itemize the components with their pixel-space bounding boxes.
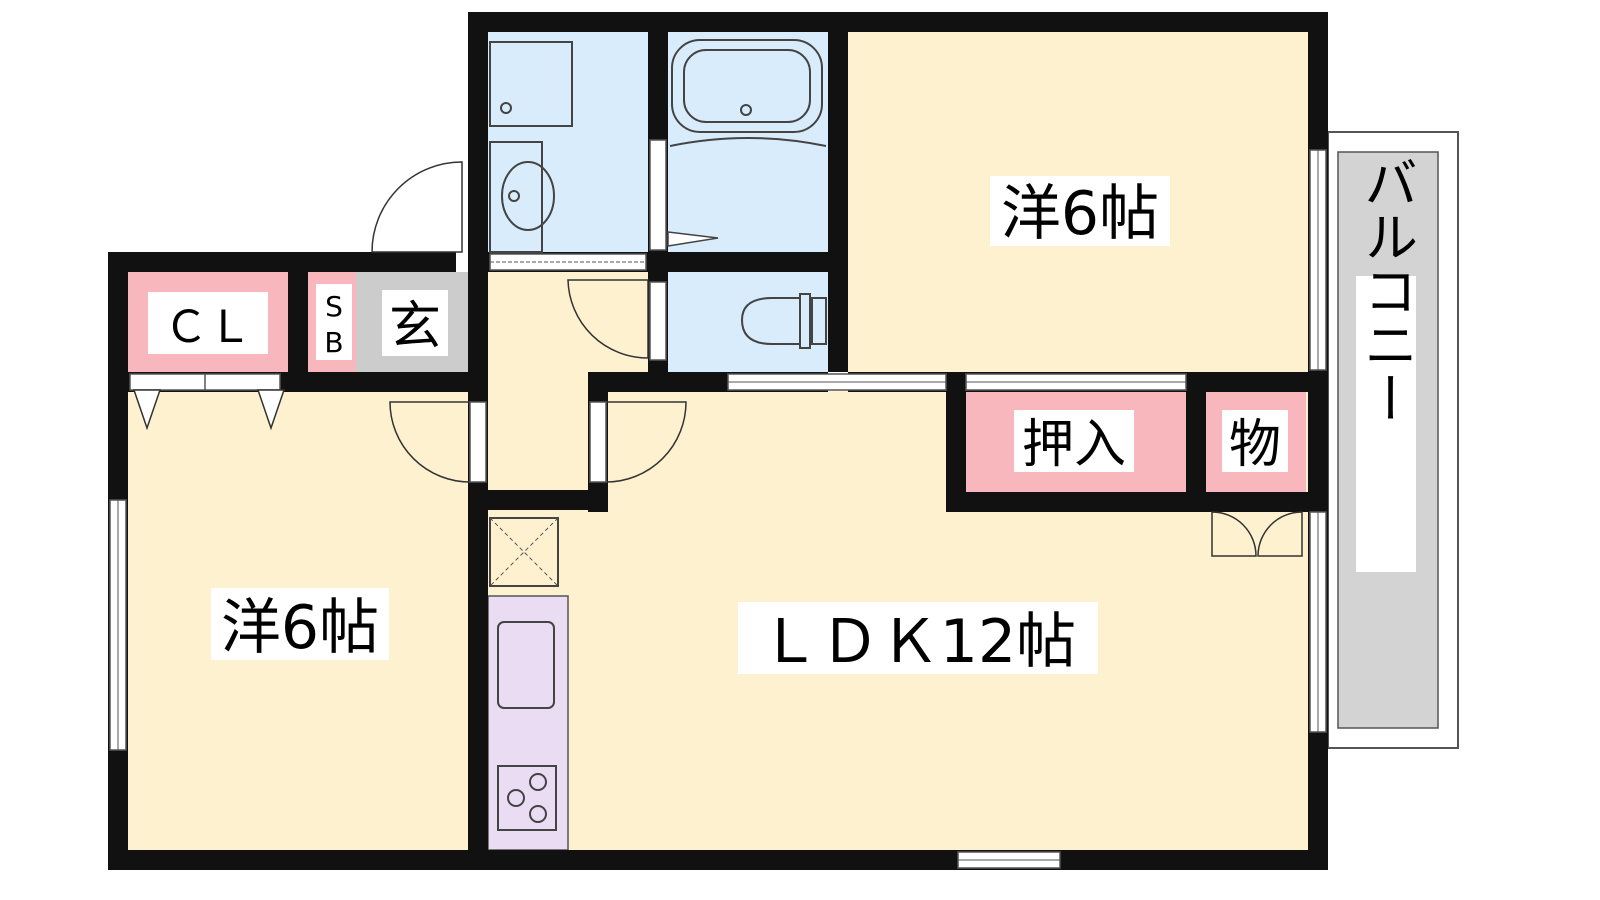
drain-marker: [667, 231, 719, 247]
bedroom-door-swing: [389, 401, 471, 483]
wall: [828, 32, 848, 372]
sliding-door: [649, 139, 667, 251]
shoe-box-label-top: S: [325, 290, 343, 323]
entrance-label: 玄: [389, 297, 441, 357]
wall: [288, 272, 308, 372]
wall: [1308, 12, 1328, 870]
entrance-door-swing: [371, 161, 463, 253]
wall: [468, 12, 488, 272]
wall: [488, 490, 608, 510]
sink-icon: [501, 161, 555, 231]
storage-door-swing: [1257, 511, 1303, 557]
wall: [946, 372, 966, 512]
wall: [108, 252, 488, 272]
balcony-label: バルコニー: [1355, 155, 1418, 425]
toilet-floor: [668, 272, 828, 372]
ldk-door-swing: [605, 401, 687, 483]
closet-door-marker: [256, 389, 286, 431]
closet-door-marker: [132, 389, 162, 431]
toilet-icon: [740, 297, 801, 345]
wall: [468, 272, 488, 870]
wall: [468, 12, 1328, 32]
wall: [1186, 372, 1206, 512]
kitchen-sink-icon: [497, 621, 555, 709]
stove-icon: [497, 765, 557, 831]
oshiire-label: 押入: [1022, 415, 1126, 475]
closet-label: ＣＬ: [164, 302, 252, 353]
storage-door-swing: [1211, 511, 1257, 557]
ldk-label: ＬＤＫ12帖: [760, 607, 1076, 677]
wall: [648, 252, 848, 272]
fridge-space: [489, 517, 559, 587]
storage-label: 物: [1229, 415, 1281, 475]
wall: [946, 492, 1326, 512]
vanity: [489, 141, 543, 253]
west-bedroom-label: 洋6帖: [221, 593, 379, 663]
washer-space: [489, 41, 573, 127]
hall-floor-2: [588, 272, 650, 372]
toilet-door-swing: [567, 279, 649, 359]
bathtub-icon: [671, 39, 823, 133]
wall: [108, 850, 1328, 870]
shoe-box-label-bottom: B: [324, 326, 343, 359]
east-bedroom-label: 洋6帖: [1001, 179, 1159, 249]
